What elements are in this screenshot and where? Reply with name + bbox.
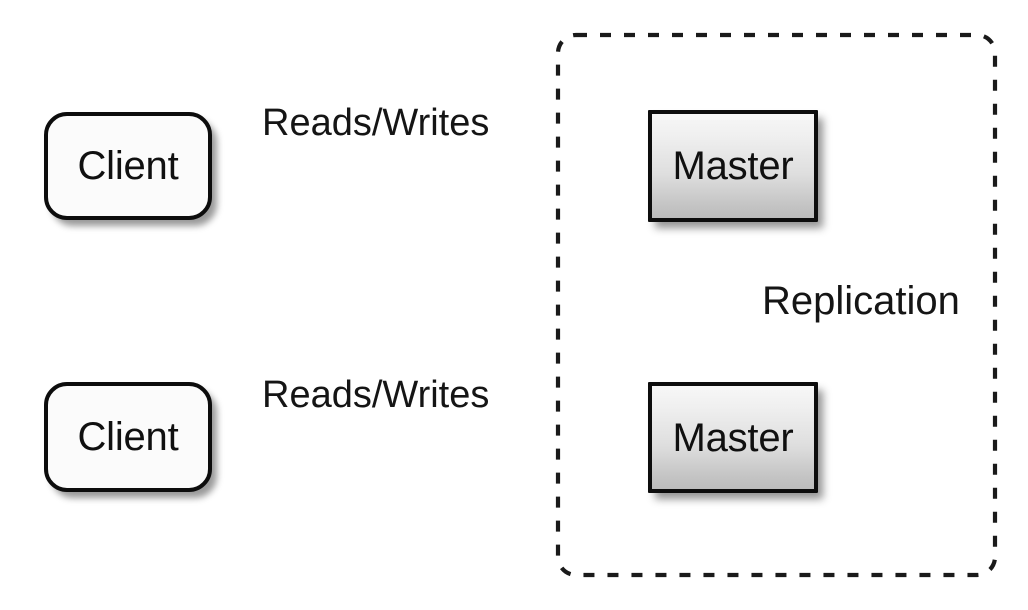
edge-label-reads-writes-bottom: Reads/Writes	[262, 374, 490, 416]
node-client-top[interactable]: Client	[44, 112, 212, 220]
replication-cluster-border	[555, 32, 998, 578]
edge-label-reads-writes-top: Reads/Writes	[262, 102, 490, 144]
edge-label-replication: Replication	[762, 279, 960, 323]
node-client-top-label: Client	[77, 144, 179, 188]
node-client-bottom[interactable]: Client	[44, 382, 212, 492]
node-master-top-label: Master	[672, 144, 794, 188]
node-client-bottom-label: Client	[77, 415, 179, 459]
node-master-bottom[interactable]: Master	[648, 382, 818, 493]
node-master-top[interactable]: Master	[648, 110, 818, 222]
node-master-bottom-label: Master	[672, 415, 794, 460]
